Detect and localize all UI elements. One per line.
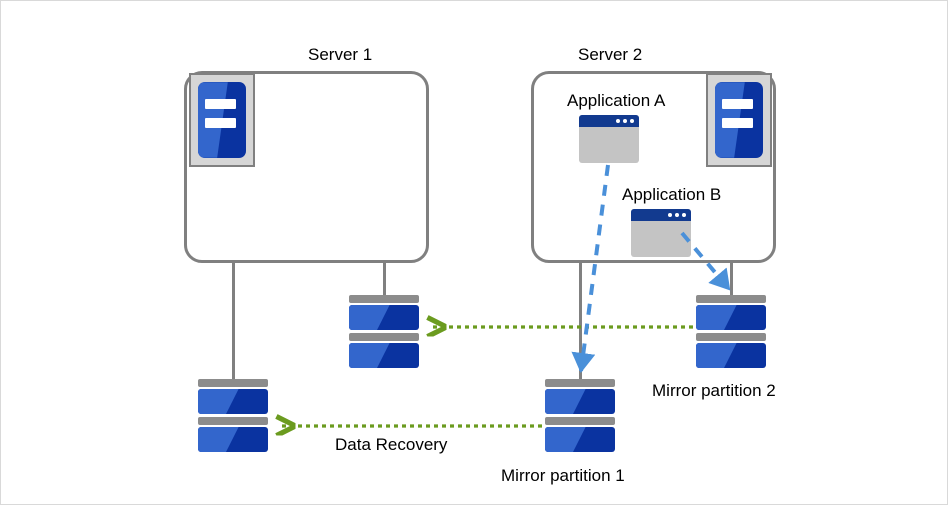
disk-partition-icon bbox=[198, 379, 268, 455]
server1-left-connector bbox=[232, 262, 235, 387]
application-window-icon bbox=[579, 115, 639, 163]
application-a-label: Application A bbox=[567, 91, 666, 110]
mirror-partition-1-label: Mirror partition 1 bbox=[501, 466, 625, 485]
disk-partition-icon bbox=[349, 295, 419, 371]
application-b-label: Application B bbox=[622, 185, 722, 204]
server-rack-icon bbox=[189, 73, 255, 167]
server2-right-connector bbox=[730, 262, 733, 297]
server1-right-connector bbox=[383, 262, 386, 297]
application-window-icon bbox=[631, 209, 691, 257]
mirror-partition-2-disk bbox=[696, 295, 766, 371]
server-rack-icon bbox=[706, 73, 772, 167]
mirror-partition-1-disk bbox=[545, 379, 615, 455]
mirror-partition-2-label: Mirror partition 2 bbox=[652, 381, 776, 400]
server2-title: Server 2 bbox=[578, 45, 643, 64]
server2-left-connector bbox=[579, 262, 582, 379]
data-recovery-label: Data Recovery bbox=[335, 435, 448, 454]
server1-title: Server 1 bbox=[308, 45, 373, 64]
